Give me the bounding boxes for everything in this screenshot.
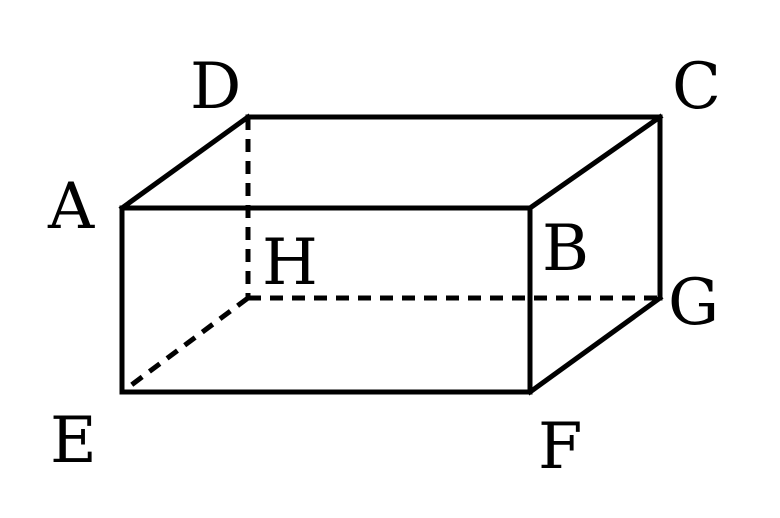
- vertex-labels: A B C D E F G H: [47, 50, 721, 484]
- vertex-label-d: D: [190, 50, 241, 124]
- edge-gf: [526, 294, 664, 396]
- vertex-label-c: C: [672, 50, 721, 124]
- vertex-label-f: F: [538, 410, 582, 484]
- edge-ad: [118, 113, 252, 212]
- edge-he: [120, 295, 250, 395]
- vertex-label-e: E: [50, 404, 97, 478]
- edge-cb: [526, 113, 664, 212]
- vertex-label-h: H: [262, 226, 318, 300]
- vertex-label-b: B: [542, 212, 589, 286]
- prism-edges: [118, 113, 664, 396]
- vertex-label-a: A: [47, 170, 95, 244]
- vertex-label-g: G: [668, 266, 719, 340]
